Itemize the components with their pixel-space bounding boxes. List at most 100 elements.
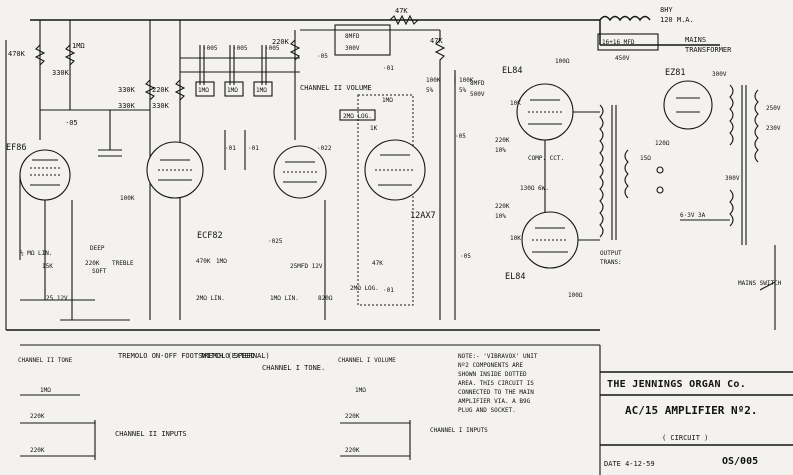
phase-splitter: 100K 5% 100K 5% ·05 ·05: [426, 70, 474, 320]
r-1k-label: 1K: [370, 125, 378, 132]
comp-cct-label: COMP. CCT.: [528, 155, 564, 162]
note-line-2: Nº2 COMPONENTS ARE: [458, 362, 523, 369]
soft-label: SOFT: [92, 268, 107, 275]
el84-output: EL84 100Ω 10K 220K 10% COMP. CCT. 130Ω 6…: [495, 58, 600, 299]
note-line-1: NOTE:- 'VIBRAVOX' UNIT: [458, 353, 538, 360]
r-1m-label: 1MΩ: [72, 42, 85, 50]
pot-2m-log-b-label: 2MΩ LOG.: [350, 285, 379, 292]
output-label: OUTPUT: [600, 250, 622, 257]
psu: 8HY 120 M.A. 16+16 MFD 450V MAINS TRANSF…: [597, 6, 782, 330]
r-220k-10-label: 220K: [495, 137, 510, 144]
c-01-a-label: ·01: [225, 145, 236, 152]
r-100a-label: 100Ω: [555, 58, 570, 65]
ch1-volume-label: CHANNEL I VOLUME: [338, 357, 396, 364]
resistor-47k-b: 47K: [430, 30, 446, 70]
r-10k-b-label: 10K: [510, 235, 521, 242]
choke-8hy-label: 8HY: [660, 6, 673, 14]
note-line-7: PLUG AND SOCKET.: [458, 407, 516, 414]
c-022-label: ·022: [317, 145, 332, 152]
r-1m-b-label: 1MΩ: [227, 87, 238, 94]
c-01-b-label: ·01: [248, 145, 259, 152]
r-2meg-label: 2MΩ LIN.: [196, 295, 225, 302]
el84-bot-label: EL84: [505, 272, 525, 282]
v-63-label: 6·3V 3A: [680, 212, 706, 219]
r-100b-label: 100Ω: [568, 292, 583, 299]
r-130-6w-label: 130Ω 6W.: [520, 185, 549, 192]
r-220k-c1-label: 220K: [345, 413, 360, 420]
ch2-inputs-label: CHANNEL II INPUTS: [115, 430, 187, 438]
bottom-controls: CHANNEL II TONE 1MΩ 220K 220K CHANNEL II…: [18, 352, 488, 460]
choke-120ma-label: 120 M.A.: [660, 16, 694, 24]
circuit-subtitle: ( CIRCUIT ): [662, 434, 708, 442]
r-220k-in1-label: 220K: [30, 413, 45, 420]
transformer-label: TRANSFORMER: [685, 46, 732, 54]
output-transformer: 15Ω OUTPUT TRANS:: [599, 104, 664, 266]
v-230-label: 230V: [766, 125, 781, 132]
resistor-47k-top: 47K: [389, 7, 419, 26]
ecc83-triode: ·022 ·025 25MFD 12V 1MΩ LIN. 820Ω: [268, 145, 333, 320]
tremolo-onoff-label: TREMOLO ON-OFF FOOTSWITCH (EXTERNAL): [118, 352, 270, 360]
el84-top-label: EL84: [502, 66, 522, 76]
r-1m-a-label: 1MΩ: [198, 87, 209, 94]
r-100k-b-label: 100K: [459, 77, 474, 84]
r-1m-c-label: 1MΩ: [256, 87, 267, 94]
cap-8mfd-b-label: 8MFD: [470, 80, 485, 87]
r-330k-left-label: 330K: [52, 69, 70, 77]
cap-25-12b-label: 25 12V: [46, 295, 68, 302]
r-15k-label: 15K: [42, 263, 53, 270]
pot-1m-lin-label: 1MΩ LIN.: [270, 295, 299, 302]
pct-10-label: 10%: [495, 147, 506, 154]
c-05-top-label: ·05: [317, 53, 328, 60]
r-220k-c2-label: 220K: [345, 447, 360, 454]
v-300-label: 300V: [712, 71, 727, 78]
cap-25-12-label: 25MFD 12V: [290, 263, 323, 270]
design-note: NOTE:- 'VIBRAVOX' UNIT Nº2 COMPONENTS AR…: [458, 353, 538, 414]
cap-16-16-label: 16+16 MFD: [602, 39, 635, 46]
note-line-6: AMPLIFIER VIA. A B9G: [458, 398, 531, 405]
ef86-stage: 470K 1MΩ 330K ·05 EF86 15K ½ MΩ LIN. 25 …: [6, 20, 150, 321]
trans-label: TRANS:: [600, 259, 622, 266]
r-47k-c-label: 47K: [372, 260, 383, 267]
r-100k-a-label: 100K: [426, 77, 441, 84]
ch1-vol-val-label: 1MΩ: [355, 387, 366, 394]
ohm-15-label: 15Ω: [640, 155, 651, 162]
control-labels: DEEP SOFT 220K TREBLE: [85, 245, 134, 275]
company-name: THE JENNINGS ORGAN Co.: [607, 379, 746, 390]
r-47k-b-label: 47K: [430, 37, 443, 45]
c-025-label: ·025: [268, 238, 283, 245]
c-05-left-label: ·05: [65, 119, 78, 127]
r-10k-a-label: 10K: [510, 100, 521, 107]
ch2-tone-val-label: 1MΩ: [40, 387, 51, 394]
ecf82-label: ECF82: [197, 231, 223, 241]
ch1-inputs-label: CHANNEL I INPUTS: [430, 427, 488, 434]
ht-rail: [30, 19, 720, 46]
ez81-label: EZ81: [665, 68, 685, 78]
title-block: THE JENNINGS ORGAN Co. AC/15 AMPLIFIER N…: [600, 371, 793, 468]
c-005-b-label: ·005: [233, 45, 248, 52]
r-100k-c-label: 100K: [120, 195, 135, 202]
pct-10b-label: 10%: [495, 213, 506, 220]
tremolo-speed-label: TREMOLO SPEED: [200, 352, 255, 360]
drawing-number: OS/005: [722, 456, 758, 467]
pct-5b-label: 5%: [459, 87, 467, 94]
c-05-mid-label: ·05: [455, 133, 466, 140]
vibravox-area: 2MΩ LOG. ·01 1K 1MΩ 12AX7 47K ·01 2MΩ LO…: [339, 65, 436, 306]
r-330k-c-label: 330K: [152, 102, 170, 110]
note-line-3: SHOWN INSIDE DOTTED: [458, 371, 527, 378]
frame: [5, 40, 601, 475]
note-line-5: CONNECTED TO THE MAIN: [458, 389, 534, 396]
model-name: AC/15 AMPLIFIER Nº2.: [625, 404, 757, 417]
c-005-c-label: ·005: [265, 45, 280, 52]
r-220k-a-label: 220K: [152, 86, 170, 94]
c-05-low-label: ·05: [460, 253, 471, 260]
mains-switch-label: MAINS SWITCH: [738, 280, 782, 287]
v-250-label: 250V: [766, 105, 781, 112]
ohm-120-label: 120Ω: [655, 140, 670, 147]
pct-5a-label: 5%: [426, 87, 434, 94]
r-1meg-mid-label: 1MΩ: [382, 97, 393, 104]
r-1m-d-label: 1MΩ: [216, 258, 227, 265]
cap-300v-label: 300V: [345, 45, 360, 52]
ecc83-label: 12AX7: [410, 211, 436, 221]
ch2-volume-label: CHANNEL II VOLUME: [300, 84, 372, 92]
r-47k-top-label: 47K: [395, 7, 408, 15]
